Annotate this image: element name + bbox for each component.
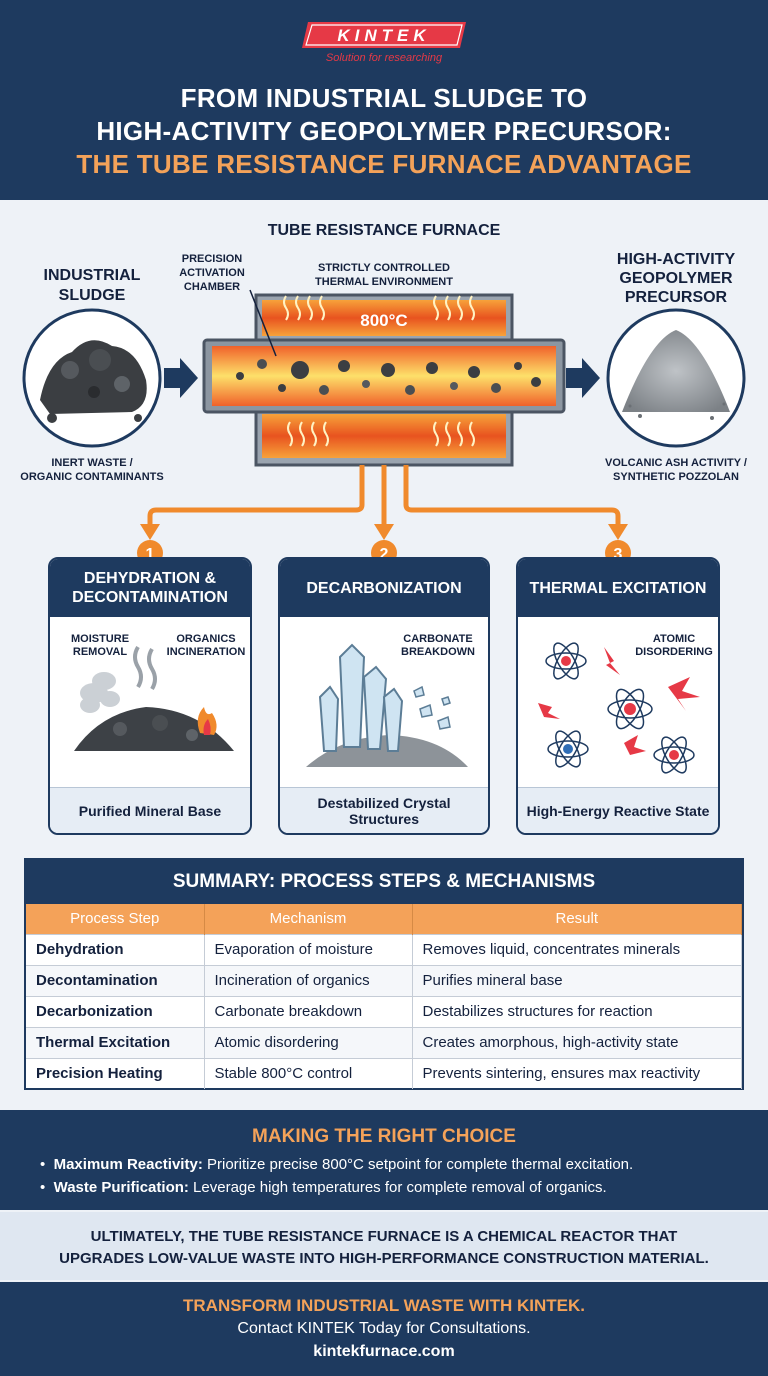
note-carbonate-breakdown: CARBONATE BREAKDOWN	[401, 633, 475, 658]
output-title-3: PRECURSOR	[624, 289, 728, 306]
furnace-title: TUBE RESISTANCE FURNACE	[267, 222, 501, 239]
choice-title: MAKING THE RIGHT CHOICE	[252, 1126, 516, 1147]
bullet-maximum-reactivity: • Maximum Reactivity: Prioritize precise…	[40, 1156, 634, 1173]
env-label-2: THERMAL ENVIRONMENT	[315, 276, 453, 288]
step-badge-1: 1	[137, 540, 163, 560]
step-badge-2: 2	[371, 540, 397, 560]
table-row: Dehydration Evaporation of moisture Remo…	[26, 933, 742, 965]
output-caption-2: SYNTHETIC POZZOLAN	[613, 471, 739, 483]
table-row: Precision Heating Stable 800°C control P…	[26, 1057, 742, 1089]
arrow-right-icon	[566, 358, 600, 398]
kintek-logo: KINTEK	[302, 22, 466, 48]
step-card-title: DEHYDRATION & DECONTAMINATION	[50, 559, 250, 617]
right-choice-panel: MAKING THE RIGHT CHOICE • Maximum Reacti…	[0, 1110, 768, 1210]
conclusion-banner: ULTIMATELY, THE TUBE RESISTANCE FURNACE …	[0, 1212, 768, 1280]
sludge-smoke-fire-icon	[74, 645, 234, 751]
furnace-temperature: 800°C	[360, 311, 407, 330]
header-banner: KINTEK Solution for researching FROM IND…	[0, 0, 768, 200]
conclusion-line-1: ULTIMATELY, THE TUBE RESISTANCE FURNACE …	[90, 1228, 678, 1245]
headline-line-3: THE TUBE RESISTANCE FURNACE ADVANTAGE	[76, 149, 692, 179]
input-caption-2: ORGANIC CONTAMINANTS	[20, 471, 164, 483]
step-card-result: Destabilized Crystal Structures	[280, 787, 488, 833]
chamber-label-2: ACTIVATION	[179, 267, 245, 279]
input-title-1: INDUSTRIAL	[43, 267, 141, 284]
svg-text:3: 3	[614, 546, 623, 560]
summary-table: Process Step Mechanism Result Dehydratio…	[26, 904, 742, 1089]
step-card-dehydration: DEHYDRATION & DECONTAMINATION MOISTURE R…	[48, 557, 252, 835]
process-diagram: 800°C 1 2 3	[22, 289, 746, 560]
footer-website-link[interactable]: kintekfurnace.com	[313, 1343, 455, 1360]
brand-tagline: Solution for researching	[325, 52, 443, 64]
input-caption-1: INERT WASTE /	[51, 457, 133, 469]
step-card-result: Purified Mineral Base	[50, 787, 250, 833]
chamber-label-1: PRECISION	[181, 253, 243, 265]
chamber-label-3: CHAMBER	[183, 281, 241, 293]
column-header-result: Result	[412, 904, 742, 934]
headline-line-2: HIGH-ACTIVITY GEOPOLYMER PRECURSOR:	[96, 116, 672, 146]
headline-line-1: FROM INDUSTRIAL SLUDGE TO	[180, 83, 588, 113]
step-card-thermal-excitation: THERMAL EXCITATION ATOMIC DISORDERING Hi…	[516, 557, 720, 835]
footer: TRANSFORM INDUSTRIAL WASTE WITH KINTEK. …	[0, 1282, 768, 1376]
note-atomic-disordering: ATOMIC DISORDERING	[635, 633, 713, 658]
summary-table-panel: SUMMARY: PROCESS STEPS & MECHANISMS Proc…	[24, 858, 744, 1090]
crystal-breakdown-icon	[306, 643, 468, 767]
summary-title: SUMMARY: PROCESS STEPS & MECHANISMS	[26, 860, 742, 904]
tube-furnace-icon: 800°C	[202, 289, 566, 467]
precursor-powder-icon	[606, 308, 746, 448]
step-badge-3: 3	[605, 540, 631, 560]
step-card-title: DECARBONIZATION	[280, 559, 488, 617]
footer-cta: TRANSFORM INDUSTRIAL WASTE WITH KINTEK.	[183, 1296, 585, 1315]
output-caption-1: VOLCANIC ASH ACTIVITY /	[605, 457, 747, 469]
bullet-waste-purification: • Waste Purification: Leverage high temp…	[40, 1179, 607, 1196]
step-card-title: THERMAL EXCITATION	[518, 559, 718, 617]
flow-lines	[147, 465, 621, 528]
output-title-1: HIGH-ACTIVITY	[616, 251, 736, 268]
note-organics-incineration: ORGANICS INCINERATION	[166, 633, 246, 658]
step-card-decarbonization: DECARBONIZATION CARBONATE BREAKDOWN Dest…	[278, 557, 490, 835]
sludge-icon	[22, 308, 162, 448]
output-title-2: GEOPOLYMER	[619, 270, 733, 287]
column-header-process-step: Process Step	[26, 904, 205, 934]
step-card-result: High-Energy Reactive State	[518, 787, 718, 833]
footer-contact: Contact KINTEK Today for Consultations.	[237, 1320, 531, 1337]
svg-text:2: 2	[380, 546, 389, 560]
note-moisture-removal: MOISTURE REMOVAL	[70, 633, 130, 658]
table-row: Decontamination Incineration of organics…	[26, 964, 742, 996]
logo-text: KINTEK	[337, 26, 430, 45]
conclusion-line-2: UPGRADES LOW-VALUE WASTE INTO HIGH-PERFO…	[59, 1250, 709, 1267]
env-label-1: STRICTLY CONTROLLED	[317, 262, 450, 274]
table-row: Decarbonization Carbonate breakdown Dest…	[26, 995, 742, 1027]
column-header-mechanism: Mechanism	[204, 904, 413, 934]
svg-text:1: 1	[146, 546, 155, 560]
atom-disorder-icon	[538, 642, 700, 774]
table-row: Thermal Excitation Atomic disordering Cr…	[26, 1026, 742, 1058]
arrow-right-icon	[164, 358, 198, 398]
input-title-2: SLUDGE	[58, 287, 126, 304]
